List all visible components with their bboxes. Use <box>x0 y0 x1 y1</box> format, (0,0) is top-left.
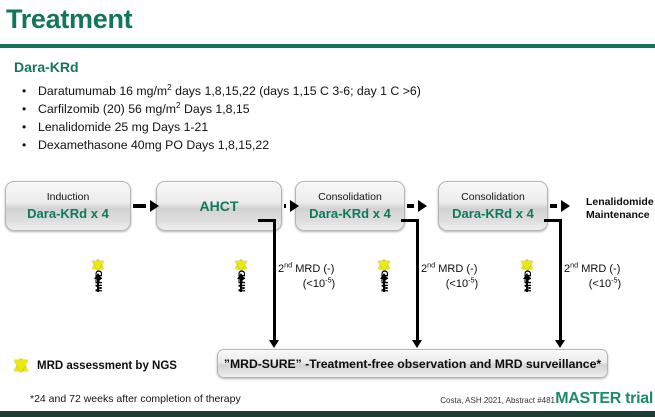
list-item-label: Daratumumab 16 mg/m2 days 1,8,15,22 (day… <box>38 82 421 98</box>
flow-box-induction[interactable]: Induction Dara-KRd x 4 <box>5 181 131 231</box>
mrd-negative-line-1: 2nd MRD (-) <box>278 260 335 275</box>
mrd-negative-line-1: 2nd MRD (-) <box>564 260 621 275</box>
flow-box-label: Dara-KRd x 4 <box>452 206 534 221</box>
mrd-negative-line-2: (<10-5) <box>302 275 336 290</box>
star-icon <box>85 258 111 273</box>
star-icon <box>371 258 397 273</box>
citation: Costa, ASH 2021, Abstract #481 <box>440 396 555 405</box>
arrow-right-icon <box>550 199 570 212</box>
page-title: Treatment <box>6 4 133 34</box>
arrow-up-icon <box>93 273 103 292</box>
title-divider <box>0 44 655 48</box>
list-item: • Dexamethasone 40mg PO Days 1,8,15,22 <box>18 136 488 154</box>
bottom-bar <box>0 411 655 417</box>
legend: MRD assessment by NGS <box>14 358 177 373</box>
list-item-label: Dexamethasone 40mg PO Days 1,8,15,22 <box>38 138 270 152</box>
mrd-negative-annotation: 2nd MRD (-) (<10-5) <box>562 260 655 292</box>
list-item-label: Lenalidomide 25 mg Days 1-21 <box>38 120 209 134</box>
star-icon <box>228 258 254 273</box>
mrd-negative-annotation: 2nd MRD (-) (<10-5) <box>276 260 376 292</box>
legend-label: MRD assessment by NGS <box>37 359 177 372</box>
mrd-negative-line-2: (<10-5) <box>445 275 479 290</box>
trial-name: MASTER trial <box>555 390 653 407</box>
list-item: • Lenalidomide 25 mg Days 1-21 <box>18 118 488 136</box>
star-icon <box>14 358 29 373</box>
mrd-label: MRD <box>523 269 534 292</box>
arrow-up-icon <box>522 273 532 292</box>
flow-box-consolidation-2[interactable]: Consolidation Dara-KRd x 4 <box>438 181 548 231</box>
regimen-list: • Daratumumab 16 mg/m2 days 1,8,15,22 (d… <box>18 82 488 154</box>
arrow-up-icon <box>379 273 389 292</box>
regimen-heading: Dara-KRd <box>14 59 79 75</box>
list-item: • Daratumumab 16 mg/m2 days 1,8,15,22 (d… <box>18 82 488 100</box>
mrd-label: MRD <box>94 269 105 292</box>
mrd-label: MRD <box>380 269 391 292</box>
mrd-negative-line-2: (<10-5) <box>588 275 622 290</box>
flow-box-consolidation-1[interactable]: Consolidation Dara-KRd x 4 <box>295 181 405 231</box>
arrow-right-icon <box>284 199 299 212</box>
mrd-marker: MRD <box>85 258 111 292</box>
flow-box-sublabel: Induction <box>46 191 90 203</box>
flow-box-sublabel: Consolidation <box>461 191 525 203</box>
arrow-up-icon <box>236 273 246 292</box>
bullet-glyph: • <box>22 84 27 98</box>
maintenance-line-2: Maintenance <box>586 209 650 221</box>
flow-box-mrd-sure[interactable]: ”MRD-SURE” -Treatment-free observation a… <box>217 349 608 378</box>
mrd-marker: MRD <box>371 258 397 292</box>
bullet-glyph: • <box>22 120 27 134</box>
mrd-marker: MRD <box>514 258 540 292</box>
flow-box-ahct[interactable]: AHCT <box>156 181 282 231</box>
arrow-right-icon <box>133 199 159 212</box>
flow-box-label: AHCT <box>199 198 239 214</box>
list-item: • Carfilzomib (20) 56 mg/m2 Days 1,8,15 <box>18 100 488 118</box>
flow-box-label: Dara-KRd x 4 <box>309 206 391 221</box>
mrd-negative-line-1: 2nd MRD (-) <box>421 260 478 275</box>
mrd-marker: MRD <box>228 258 254 292</box>
flow-box-label: Dara-KRd x 4 <box>27 206 109 221</box>
list-item-label: Carfilzomib (20) 56 mg/m2 Days 1,8,15 <box>38 100 250 116</box>
bullet-glyph: • <box>22 138 27 152</box>
arrow-right-icon <box>407 199 427 212</box>
mrd-negative-annotation: 2nd MRD (-) (<10-5) <box>419 260 519 292</box>
star-icon <box>514 258 540 273</box>
maintenance-line-1: Lenalidomide <box>586 196 654 208</box>
bullet-glyph: • <box>22 102 27 116</box>
footnote: *24 and 72 weeks after completion of the… <box>30 393 241 405</box>
mrd-label: MRD <box>237 269 248 292</box>
flow-box-sublabel: Consolidation <box>318 191 382 203</box>
maintenance-label: Lenalidomide Maintenance <box>586 196 654 222</box>
